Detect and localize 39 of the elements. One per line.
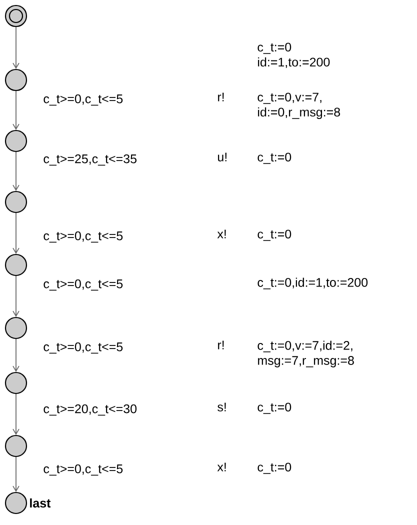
transition-label: r! — [218, 92, 224, 102]
transition-arrow — [12, 276, 20, 317]
state-circle — [4, 372, 28, 394]
state-name: last — [30, 498, 51, 508]
transition-arrow — [12, 26, 20, 69]
transition-label: c_t:=0,v:=7, id:=0,r_msg:=8 — [258, 92, 340, 120]
guard-label: c_t>=20,c_t<=30 — [44, 404, 137, 416]
transition-arrow — [12, 394, 20, 435]
transition-label: x! — [217, 462, 226, 472]
guard-label: c_t>=0,c_t<=5 — [44, 279, 123, 291]
transition-arrow — [12, 152, 20, 191]
transition-label: r! — [218, 340, 224, 350]
transition-arrow — [12, 212, 20, 254]
state-circle — [4, 190, 28, 214]
transition-label: c_t:=0 — [258, 230, 292, 241]
transition-label: c_t:=0 — [258, 462, 292, 474]
guard-label: c_t>=0,c_t<=5 — [44, 464, 123, 476]
transition-arrow — [12, 456, 20, 492]
transition-label: c_t:=0 — [258, 152, 292, 164]
guard-label: c_t>=0,c_t<=5 — [44, 94, 123, 106]
transition-label: s! — [218, 402, 226, 412]
transition-label: c_t:=0 — [258, 402, 292, 414]
transition-arrow — [12, 90, 20, 130]
transition-label: u! — [218, 152, 226, 162]
state-circle — [4, 254, 28, 276]
state-circle — [4, 492, 28, 514]
transition-label: c_t:=0,id:=1,to:=200 — [258, 278, 368, 290]
transition-label: c_t:=0,v:=7,id:=2, msg:=7,r_msg:=8 — [258, 340, 354, 368]
transition-label: x! — [217, 230, 226, 238]
state-circle — [4, 316, 28, 340]
initial-state-circle — [4, 4, 28, 28]
transition-label: c_t:=0 id:=1,to:=200 — [258, 42, 330, 68]
transition-arrow — [12, 338, 20, 372]
guard-label: c_t>=0,c_t<=5 — [44, 231, 123, 243]
state-circle — [4, 130, 28, 152]
state-circle — [4, 68, 28, 92]
state-circle — [4, 434, 28, 458]
guard-label: c_t>=25,c_t<=35 — [44, 154, 136, 166]
guard-label: c_t>=0,c_t<=5 — [44, 342, 123, 354]
